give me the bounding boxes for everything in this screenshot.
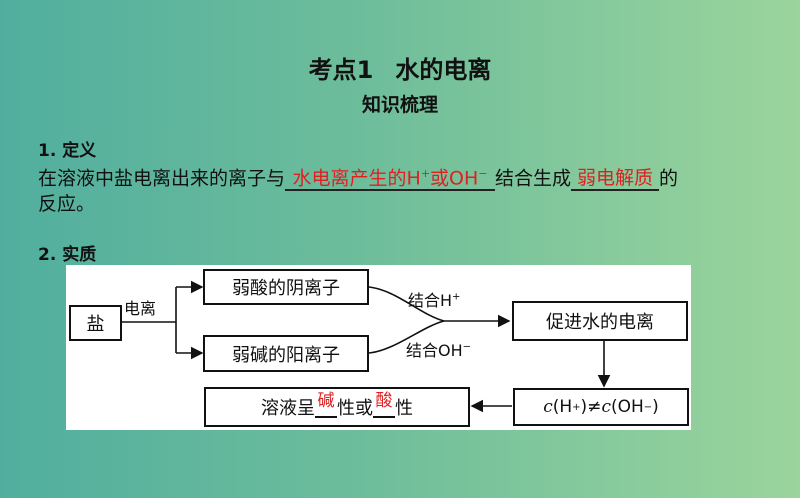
- answer-1-sup-minus: −: [478, 167, 488, 180]
- conc-h: (H: [552, 397, 573, 417]
- answer-1-sup-plus: +: [420, 167, 431, 180]
- result-prefix: 溶液呈: [261, 398, 315, 419]
- section-heading-essence: 2. 实质: [38, 245, 97, 265]
- combine-h-sup: +: [452, 291, 461, 303]
- definition-line-2: 反应。: [38, 193, 96, 216]
- box-result: 溶液呈碱性或酸性: [204, 387, 470, 427]
- answer-1-mid: 或OH: [430, 167, 479, 190]
- page-subtitle: 知识梳理: [361, 94, 438, 116]
- label-ionize: 电离: [124, 299, 157, 318]
- conc-c-1: c: [543, 397, 553, 417]
- box-weak-base-cation: 弱碱的阳离子: [203, 335, 369, 372]
- label-combine-oh: 结合OH−: [406, 337, 471, 361]
- box-salt: 盐: [69, 305, 122, 341]
- conc-h-sup: +: [572, 401, 581, 413]
- definition-middle: 结合生成: [495, 167, 572, 190]
- curve-cation-merge: [368, 320, 445, 354]
- answer-blank-1: 水电离产生的H+或OH−: [285, 163, 496, 192]
- definition-paragraph: 在溶液中盐电离出来的离子与水电离产生的H+或OH−结合生成弱电解质的 反应。: [38, 163, 778, 217]
- conc-oh-sup: −: [643, 401, 653, 413]
- result-suffix: 性: [395, 398, 413, 419]
- box-weak-acid-anion: 弱酸的阴离子: [203, 269, 369, 305]
- conc-oh: (OH: [610, 397, 644, 417]
- conc-close: ): [652, 397, 659, 417]
- box-concentration-relation: c(H+)≠c(OH−): [513, 388, 689, 426]
- combine-h-text: 结合H: [408, 291, 453, 310]
- combine-oh-sup: −: [462, 341, 472, 353]
- page-title: 考点1 水的电离: [0, 50, 800, 85]
- flow-diagram: 盐 电离 弱酸的阴离子 弱碱的阳离子 结合H+ 结合OH− 促进水的电离 c(H…: [66, 265, 691, 430]
- result-mid: 性或: [337, 398, 373, 419]
- section-heading-definition: 1. 定义: [38, 141, 97, 161]
- definition-suffix: 的: [659, 167, 679, 190]
- result-blank-1: 碱: [315, 391, 337, 418]
- box-promote-water-ionization: 促进水的电离: [512, 301, 688, 341]
- answer-1-text: 水电离产生的H: [292, 167, 421, 190]
- label-combine-h: 结合H+: [408, 287, 460, 311]
- title-number: 考点1: [308, 56, 374, 84]
- result-answer-1: 碱: [317, 391, 335, 411]
- answer-blank-2: 弱电解质: [571, 167, 660, 192]
- conc-c-2: c: [601, 397, 611, 417]
- curve-anion-merge: [368, 286, 445, 322]
- result-answer-2: 酸: [375, 391, 393, 411]
- definition-prefix: 在溶液中盐电离出来的离子与: [38, 167, 286, 190]
- result-blank-2: 酸: [373, 391, 395, 418]
- diagram-connectors: [122, 280, 611, 413]
- title-text: 水的电离: [395, 56, 492, 84]
- combine-oh-text: 结合OH: [406, 341, 463, 360]
- conc-neq: )≠: [580, 397, 602, 417]
